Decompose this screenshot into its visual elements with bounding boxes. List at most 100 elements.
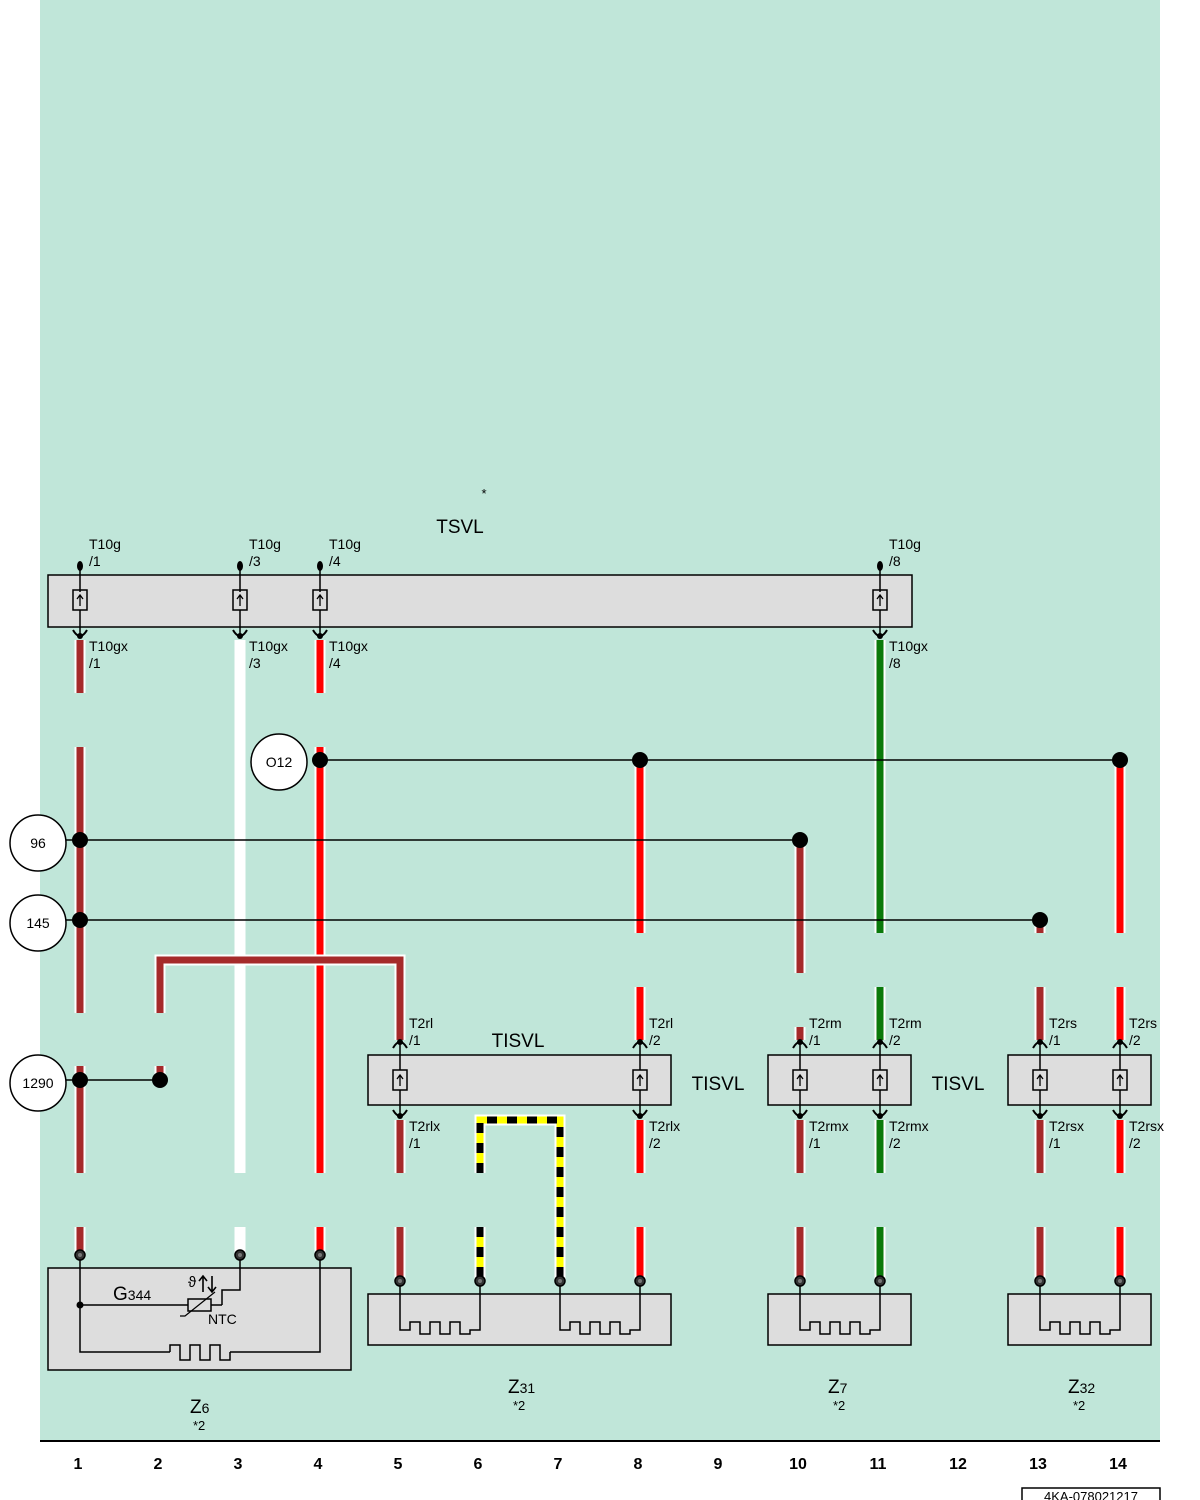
component-box-z32[interactable] bbox=[1007, 1293, 1152, 1346]
component-box-z7[interactable] bbox=[767, 1293, 912, 1346]
junction-dot bbox=[72, 912, 88, 928]
theta-symbol: ϑ bbox=[188, 1274, 197, 1291]
tisvl-box-z32[interactable] bbox=[1007, 1054, 1152, 1106]
reference-circles: O12 96 145 1290 bbox=[9, 733, 308, 1112]
reference-circle-1290[interactable] bbox=[9, 1054, 67, 1112]
pin-name: T10gx bbox=[329, 638, 368, 654]
pin-name: T2rlx bbox=[649, 1118, 680, 1134]
socket-dot bbox=[1037, 1113, 1043, 1119]
terminal-dot-core bbox=[878, 1279, 882, 1283]
socket-dot bbox=[77, 633, 83, 639]
component-note: *2 bbox=[1073, 1398, 1085, 1413]
heater-element-icon bbox=[399, 1282, 481, 1335]
heater-element-icon bbox=[799, 1282, 881, 1335]
pin-number: /1 bbox=[809, 1032, 821, 1048]
component-note: *2 bbox=[833, 1398, 845, 1413]
reference-circle-96[interactable] bbox=[9, 814, 67, 872]
tsvl-connector: * TSVL T10g /1 T10g /3 T10g /4 T10g /8 T… bbox=[47, 486, 928, 671]
diagram-code-frame bbox=[1021, 1487, 1161, 1500]
pin-name: T2rl bbox=[649, 1015, 673, 1031]
terminal-dot-core bbox=[78, 1253, 82, 1257]
column-number: 4 bbox=[314, 1456, 323, 1473]
internal-wiring bbox=[79, 1255, 321, 1353]
column-number: 6 bbox=[474, 1456, 483, 1473]
pin-number: /1 bbox=[1049, 1135, 1061, 1151]
pin-name: T10gx bbox=[89, 638, 128, 654]
pin-arrow-icon bbox=[796, 1073, 804, 1086]
pin-number: /1 bbox=[409, 1135, 421, 1151]
pin-arrow-icon bbox=[236, 593, 244, 606]
socket-dot bbox=[1117, 1113, 1123, 1119]
terminal-dot-core bbox=[558, 1279, 562, 1283]
pin-arrow-icon bbox=[316, 593, 324, 606]
tisvl-box-z7[interactable] bbox=[767, 1054, 912, 1106]
column-number: 2 bbox=[154, 1456, 163, 1473]
reference-circle-145[interactable] bbox=[9, 894, 67, 952]
pin-name: T10gx bbox=[249, 638, 288, 654]
reference-circle-o12[interactable] bbox=[250, 733, 308, 791]
terminal-dot-core bbox=[1038, 1279, 1042, 1283]
pin-number: /2 bbox=[889, 1135, 901, 1151]
tsvl-box[interactable] bbox=[47, 574, 913, 628]
pin-arrow-icon bbox=[876, 593, 884, 606]
pin-arrow-icon bbox=[76, 593, 84, 606]
pin-symbols-layer bbox=[72, 561, 1128, 1119]
pin-name: T2rm bbox=[809, 1015, 842, 1031]
column-number: 8 bbox=[634, 1456, 643, 1473]
pin-head-icon bbox=[317, 561, 323, 571]
column-number: 7 bbox=[554, 1456, 563, 1473]
pin-name: T2rl bbox=[409, 1015, 433, 1031]
heater-element-icon bbox=[1039, 1282, 1121, 1335]
junction-dot bbox=[312, 752, 328, 768]
diagram-code-box: 4KA-078021217 bbox=[1021, 1487, 1161, 1500]
pin-number: /2 bbox=[649, 1032, 661, 1048]
tisvl-label: TISVL bbox=[492, 1031, 545, 1052]
bus-lines bbox=[66, 759, 1120, 1081]
pin-name: T10g bbox=[889, 536, 921, 552]
junction-dot bbox=[1032, 912, 1048, 928]
junction-dot bbox=[152, 1072, 168, 1088]
top-note: * bbox=[481, 486, 486, 501]
pin-name: T10gx bbox=[889, 638, 928, 654]
pin-number: /1 bbox=[89, 655, 101, 671]
pin-head-icon bbox=[237, 561, 243, 571]
junction-dots bbox=[72, 752, 1128, 1088]
column-number: 5 bbox=[394, 1456, 403, 1473]
component-box-z31[interactable] bbox=[367, 1293, 672, 1346]
wire-bridge bbox=[156, 956, 404, 1040]
pin-number: /4 bbox=[329, 655, 341, 671]
junction-dot bbox=[792, 832, 808, 848]
pin-name: T2rsx bbox=[1049, 1118, 1084, 1134]
pin-number: /8 bbox=[889, 553, 901, 569]
pin-number: /3 bbox=[249, 553, 261, 569]
tisvl-connectors: TISVL T2rl /1 T2rl /2 T2rlx /1 T2rlx /2 … bbox=[367, 1015, 1164, 1151]
pin-name: T2rs bbox=[1049, 1015, 1077, 1031]
pin-number: /1 bbox=[89, 553, 101, 569]
up-down-arrows-icon bbox=[198, 1274, 217, 1294]
component-name-z7: Z7 bbox=[828, 1377, 848, 1398]
column-number: 1 bbox=[74, 1456, 83, 1473]
terminal-dot-core bbox=[318, 1253, 322, 1257]
ntc-resistor-icon bbox=[187, 1298, 212, 1312]
pin-arrow-icon bbox=[1116, 1073, 1124, 1086]
tisvl-label: TISVL bbox=[932, 1074, 985, 1095]
pin-number: /2 bbox=[1129, 1032, 1141, 1048]
pin-head-icon bbox=[877, 561, 883, 571]
component-name-z32: Z32 bbox=[1068, 1377, 1095, 1398]
component-note: *2 bbox=[513, 1398, 525, 1413]
pin-number: /2 bbox=[1129, 1135, 1141, 1151]
column-number: 9 bbox=[714, 1456, 723, 1473]
component-z6: ϑ G344 NTC Z6 *2 bbox=[47, 1255, 352, 1433]
pin-arrow-icon bbox=[876, 1073, 884, 1086]
tisvl-box-z31[interactable] bbox=[367, 1054, 672, 1106]
column-number: 13 bbox=[1029, 1456, 1047, 1473]
tsvl-label: TSVL bbox=[436, 517, 484, 538]
junction-dot bbox=[1112, 752, 1128, 768]
socket-dot bbox=[237, 633, 243, 639]
pin-name: T2rm bbox=[889, 1015, 922, 1031]
pin-name: T2rs bbox=[1129, 1015, 1157, 1031]
ntc-slash-icon bbox=[180, 1291, 216, 1317]
component-name-z31: Z31 bbox=[508, 1377, 535, 1398]
terminal-dot-core bbox=[798, 1279, 802, 1283]
